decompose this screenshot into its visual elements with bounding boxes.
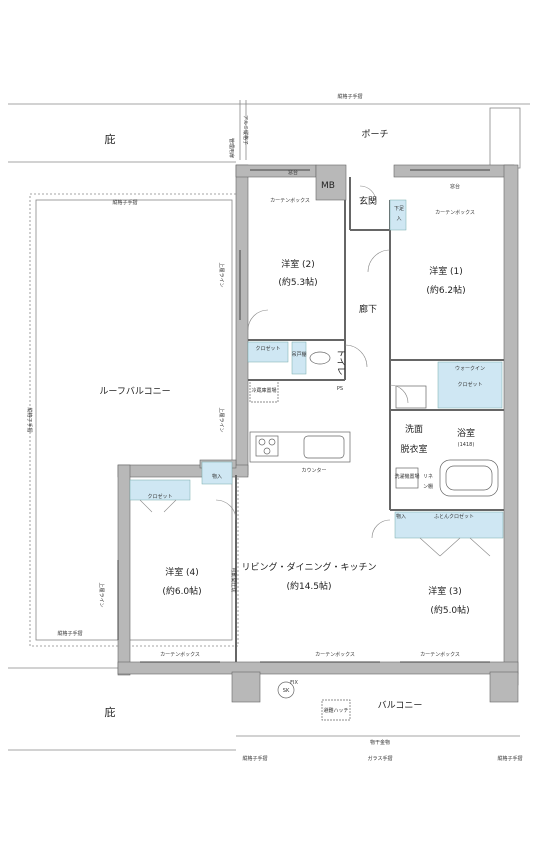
toilet-label: トイレ: [335, 348, 345, 375]
partition-label: 可動間仕切: [230, 567, 237, 592]
ldk-name: リビング・ダイニング・キッチン: [241, 561, 376, 573]
handrail-roof: 縦格子手摺: [112, 199, 137, 206]
window-seat-right: 窓台: [450, 183, 460, 190]
balcony-label: バルコニー: [378, 700, 423, 711]
room4-size: (約6.0帖): [162, 585, 201, 597]
toilet-shelf: [291, 341, 307, 375]
porch-label: ポーチ: [361, 129, 388, 140]
storage-ldk-label: 物入: [212, 473, 222, 480]
sk-label: SK: [283, 688, 290, 694]
entrance-label: 玄関: [359, 195, 377, 207]
room3-size: (約5.0帖): [430, 604, 469, 616]
curtain-box-ldk: カーテンボックス: [315, 651, 355, 658]
upper-line-2: 上履ライン: [218, 407, 225, 432]
storage-areas: [129, 199, 504, 539]
interior-walls: [235, 177, 504, 662]
handrail-bottom-right: 縦格子手摺: [497, 755, 522, 762]
fridge-label: 冷蔵庫置場: [251, 387, 276, 394]
futon-closet: [394, 511, 504, 539]
walkin-closet: [437, 361, 503, 409]
handrail-roof-bottom: 縦格子手摺: [57, 630, 82, 637]
bath-size: (1418): [458, 442, 475, 448]
curtain-box-room1: カーテンボックス: [435, 209, 475, 216]
counter-label: カウンター: [301, 467, 326, 474]
handrail-top: 縦格子手摺: [337, 93, 362, 100]
bathtub-icon: [439, 459, 499, 497]
shoe-label-1: 下足: [394, 206, 404, 212]
cooktop-icon: [255, 435, 279, 457]
hallway-label: 廊下: [359, 303, 377, 315]
room1-name: 洋室 (1): [429, 265, 463, 277]
washroom-label-1: 洗面: [405, 423, 423, 435]
upper-line-3: 上履ライン: [98, 582, 105, 607]
walkin-label-2: クロゼット: [457, 381, 482, 388]
meter-box-label: 管理用扉: [228, 138, 235, 158]
sk-icon: [277, 681, 295, 699]
fridge-icon: [249, 379, 279, 403]
shelf-label: 吊戸棚: [291, 351, 306, 358]
curtain-box-room2: カーテンボックス: [270, 197, 310, 204]
ventilator-label: 避難ハッチ: [323, 707, 348, 714]
walkin-label-1: ウォークイン: [455, 365, 485, 372]
doors: [139, 185, 491, 557]
sink-icon: [303, 435, 345, 459]
linen-label-1: リネ: [423, 474, 433, 480]
eaves-top-label: 庇: [105, 132, 116, 146]
windows: [117, 169, 490, 663]
fix-label: FIX: [290, 680, 298, 686]
handrail-left: 縦格子手摺: [26, 407, 33, 432]
aluminum-grille-label: アルミ縦格子: [242, 115, 249, 145]
washbasin-icon: [395, 385, 427, 409]
storage-ldk: [201, 461, 233, 485]
ldk-size: (約14.5帖): [286, 580, 331, 592]
room2-size: (約5.3帖): [278, 276, 317, 288]
storage-room3-label: 物入: [396, 513, 406, 520]
handrail-bottom-left: 縦格子手摺: [242, 755, 267, 762]
window-seat-left: 窓台: [288, 169, 298, 176]
washer-label: 洗濯機置場: [394, 473, 419, 480]
closet-room4-label: クロゼット: [147, 493, 172, 500]
washroom-label-2: 脱衣室: [400, 443, 427, 455]
shoe-label-2: 入: [396, 216, 401, 222]
curtain-box-room3: カーテンボックス: [420, 651, 460, 658]
closet-room4: [129, 479, 191, 501]
toilet-icon: [309, 351, 331, 365]
shoe-cabinet: [389, 199, 407, 231]
hatch-icon: [321, 699, 351, 721]
mb-label: MB: [321, 181, 335, 191]
room2-name: 洋室 (2): [281, 258, 315, 270]
eaves-bottom-label: 庇: [105, 705, 116, 719]
glass-handrail: ガラス手摺: [368, 755, 393, 762]
linen-label-2: ン棚: [423, 483, 433, 490]
fixtures: [249, 351, 499, 721]
room4-name: 洋室 (4): [165, 566, 199, 578]
room1-size: (約6.2帖): [426, 284, 465, 296]
closet-room2: [247, 341, 289, 363]
handrail-fitting-label: 物干金物: [370, 739, 390, 746]
kitchen-counter-shape: [249, 431, 351, 463]
closet-room2-label: クロゼット: [255, 345, 280, 352]
roof-balcony-label: ルーフバルコニー: [99, 386, 170, 397]
bath-label: 浴室: [457, 427, 475, 439]
washer-icon: [395, 467, 419, 489]
room3-name: 洋室 (3): [428, 585, 462, 597]
ps-label: PS: [337, 386, 343, 392]
upper-line-1: 上履ライン: [218, 262, 225, 287]
futon-closet-label: ふとんクロゼット: [434, 513, 474, 520]
curtain-box-room4: カーテンボックス: [160, 651, 200, 658]
